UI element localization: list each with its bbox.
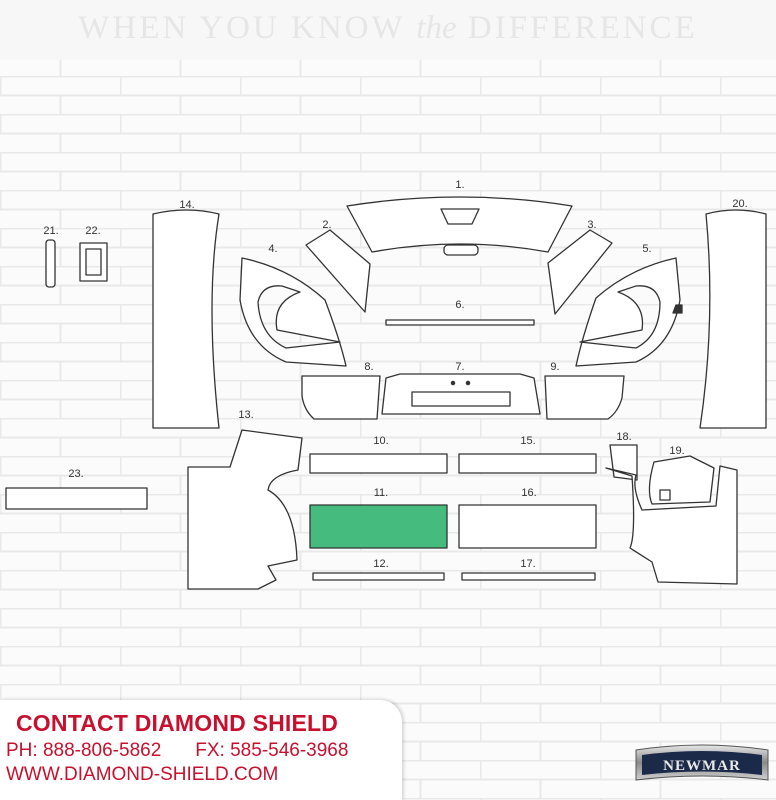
part-13-label: 13. xyxy=(238,409,253,421)
part-19-bumper-shape[interactable] xyxy=(605,465,738,585)
contact-phone-line: PH: 888-806-5862 FX: 585-546-3968 xyxy=(6,740,348,762)
part-14-shape[interactable] xyxy=(152,209,220,429)
part-7-bolt xyxy=(465,380,471,386)
part-4-shape[interactable] xyxy=(239,257,347,367)
part-9-shape[interactable] xyxy=(544,375,625,420)
contact-panel xyxy=(0,700,402,800)
part-22-shape[interactable] xyxy=(79,242,108,282)
part-1-badge xyxy=(440,208,480,225)
part-1-slot xyxy=(443,244,479,256)
part-15-shape[interactable] xyxy=(458,453,597,474)
part-12-label: 12. xyxy=(373,558,388,570)
contact-fax: FX: 585-546-3968 xyxy=(195,740,349,761)
part-9-label: 9. xyxy=(550,361,559,373)
tagline-part2: DIFFERENCE xyxy=(467,10,698,46)
part-17-shape[interactable] xyxy=(461,572,596,581)
part-7-slot xyxy=(411,391,511,407)
part-8-label: 8. xyxy=(364,361,373,373)
part-20-label: 20. xyxy=(732,198,747,210)
part-3-label: 3. xyxy=(587,219,596,231)
newmar-logo-text: NEWMAR xyxy=(663,758,741,774)
newmar-logo: NEWMAR xyxy=(635,744,769,781)
part-6-label: 6. xyxy=(455,299,464,311)
part-1-label: 1. xyxy=(455,179,464,191)
part-8-shape[interactable] xyxy=(301,375,381,420)
part-20-shape[interactable] xyxy=(699,209,767,429)
part-3-shape[interactable] xyxy=(547,229,613,315)
part-22-label: 22. xyxy=(85,225,100,237)
part-10-shape[interactable] xyxy=(309,453,448,474)
part-19-cutout xyxy=(659,489,671,501)
tagline-part1: WHEN YOU KNOW xyxy=(78,10,406,46)
part-7-bolt xyxy=(450,380,456,386)
part-10-label: 10. xyxy=(373,435,388,447)
part-18-label: 18. xyxy=(616,431,631,443)
part-16-label: 16. xyxy=(521,487,536,499)
contact-title: CONTACT DIAMOND SHIELD xyxy=(16,710,339,736)
brick-background xyxy=(0,60,776,800)
part-21-shape[interactable] xyxy=(45,239,56,288)
part-2-label: 2. xyxy=(322,219,331,231)
part-5-label: 5. xyxy=(642,243,651,255)
part-12-shape[interactable] xyxy=(312,572,445,581)
part-5-mark xyxy=(672,304,683,314)
part-15-label: 15. xyxy=(520,435,535,447)
part-7-label: 7. xyxy=(455,361,464,373)
part-5-shape[interactable] xyxy=(575,257,681,367)
contact-phone[interactable]: PH: 888-806-5862 xyxy=(6,740,162,761)
part-14-label: 14. xyxy=(179,199,194,211)
part-21-label: 21. xyxy=(43,225,58,237)
tagline-italic: the xyxy=(416,10,457,46)
part-11-label: 11. xyxy=(374,487,388,499)
part-13-shape[interactable] xyxy=(187,429,303,590)
part-2-shape[interactable] xyxy=(305,229,371,313)
part-19-shape[interactable] xyxy=(648,455,715,505)
part-23-label: 23. xyxy=(68,468,83,480)
part-16-shape[interactable] xyxy=(458,504,597,549)
tagline: WHEN YOU KNOW the DIFFERENCE xyxy=(0,10,776,47)
part-4-label: 4. xyxy=(268,243,277,255)
part-23-shape[interactable] xyxy=(5,487,148,510)
part-17-label: 17. xyxy=(520,558,535,570)
part-6-shape[interactable] xyxy=(385,319,535,326)
part-19-label: 19. xyxy=(669,445,684,457)
contact-website[interactable]: WWW.DIAMOND-SHIELD.COM xyxy=(6,764,279,785)
part-11-shape[interactable] xyxy=(309,504,448,549)
